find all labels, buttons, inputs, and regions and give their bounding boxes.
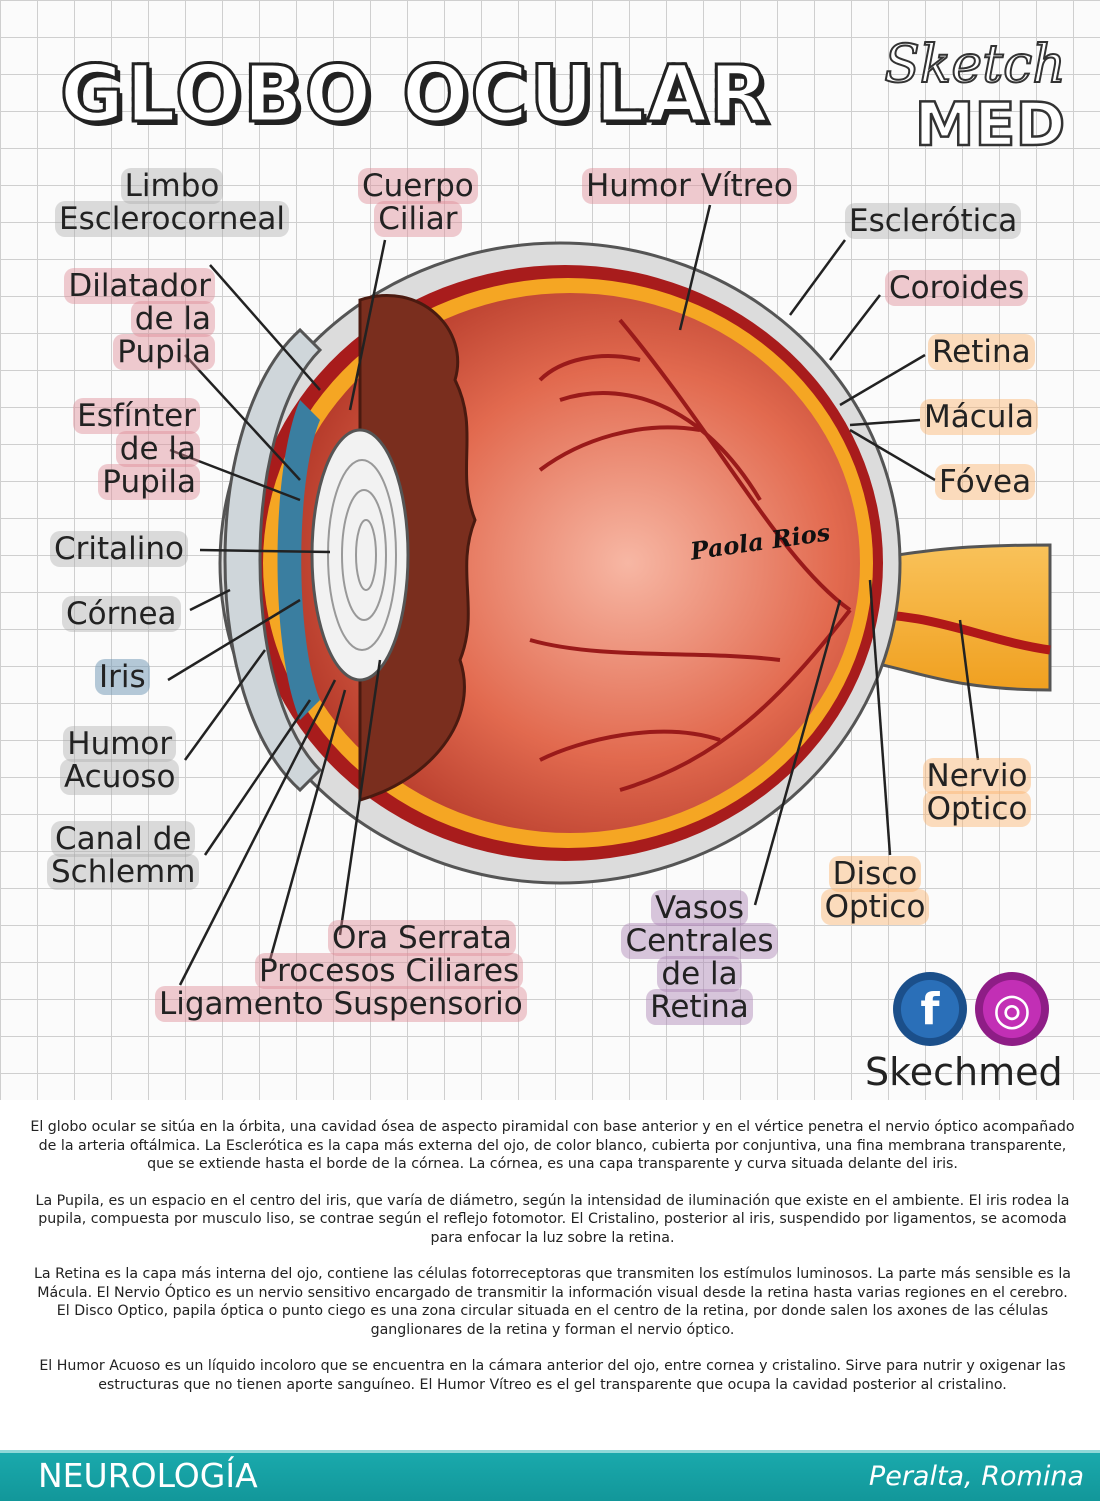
ciliary-body bbox=[358, 294, 477, 802]
label-esclerotica: Esclerótica bbox=[845, 203, 1022, 239]
instagram-icon[interactable]: ◎ bbox=[975, 972, 1049, 1046]
social-handle: Skechmed bbox=[865, 1050, 1063, 1094]
logo-text-sketch: Sketch bbox=[883, 34, 1066, 96]
facebook-icon[interactable]: f bbox=[893, 972, 967, 1046]
label-procesos-ciliares: Procesos Ciliares bbox=[255, 953, 524, 989]
eyeball-illustration bbox=[167, 204, 1052, 986]
iris-blue bbox=[277, 400, 320, 720]
paragraph: El globo ocular se sitúa en la órbita, u… bbox=[30, 1119, 1075, 1172]
sketchmed-logo: Sketch MED bbox=[870, 34, 1080, 160]
paragraph: El Humor Acuoso es un líquido incoloro q… bbox=[39, 1358, 1066, 1393]
footer-author: Peralta, Romina bbox=[868, 1461, 1084, 1492]
footer-subject: NEUROLOGÍA bbox=[38, 1456, 258, 1495]
label-ora-serrata: Ora Serrata bbox=[328, 920, 516, 956]
label-humor-vitreo: Humor Vítreo bbox=[582, 168, 797, 204]
label-ligamento-suspensorio: Ligamento Suspensorio bbox=[155, 986, 527, 1022]
label-cristalino: Critalino bbox=[50, 531, 188, 567]
footer-bar: NEUROLOGÍA Peralta, Romina bbox=[0, 1450, 1100, 1501]
page-title: GLOBO OCULAR bbox=[58, 49, 772, 142]
retinal-vessels bbox=[529, 318, 852, 792]
lens bbox=[310, 428, 410, 682]
description-text: El globo ocular se sitúa en la órbita, u… bbox=[30, 1118, 1075, 1412]
paragraph: La Retina es la capa más interna del ojo… bbox=[34, 1266, 1071, 1338]
label-iris: Iris bbox=[95, 659, 150, 695]
label-macula: Mácula bbox=[920, 399, 1039, 435]
logo-text-med: MED bbox=[914, 90, 1067, 160]
label-fovea: Fóvea bbox=[935, 464, 1036, 500]
cornea bbox=[223, 327, 323, 793]
label-coroides: Coroides bbox=[885, 270, 1029, 306]
leader-lines bbox=[167, 204, 980, 986]
label-cornea: Córnea bbox=[62, 596, 181, 632]
paragraph: La Pupila, es un espacio en el centro de… bbox=[35, 1192, 1070, 1246]
label-retina: Retina bbox=[928, 334, 1035, 370]
